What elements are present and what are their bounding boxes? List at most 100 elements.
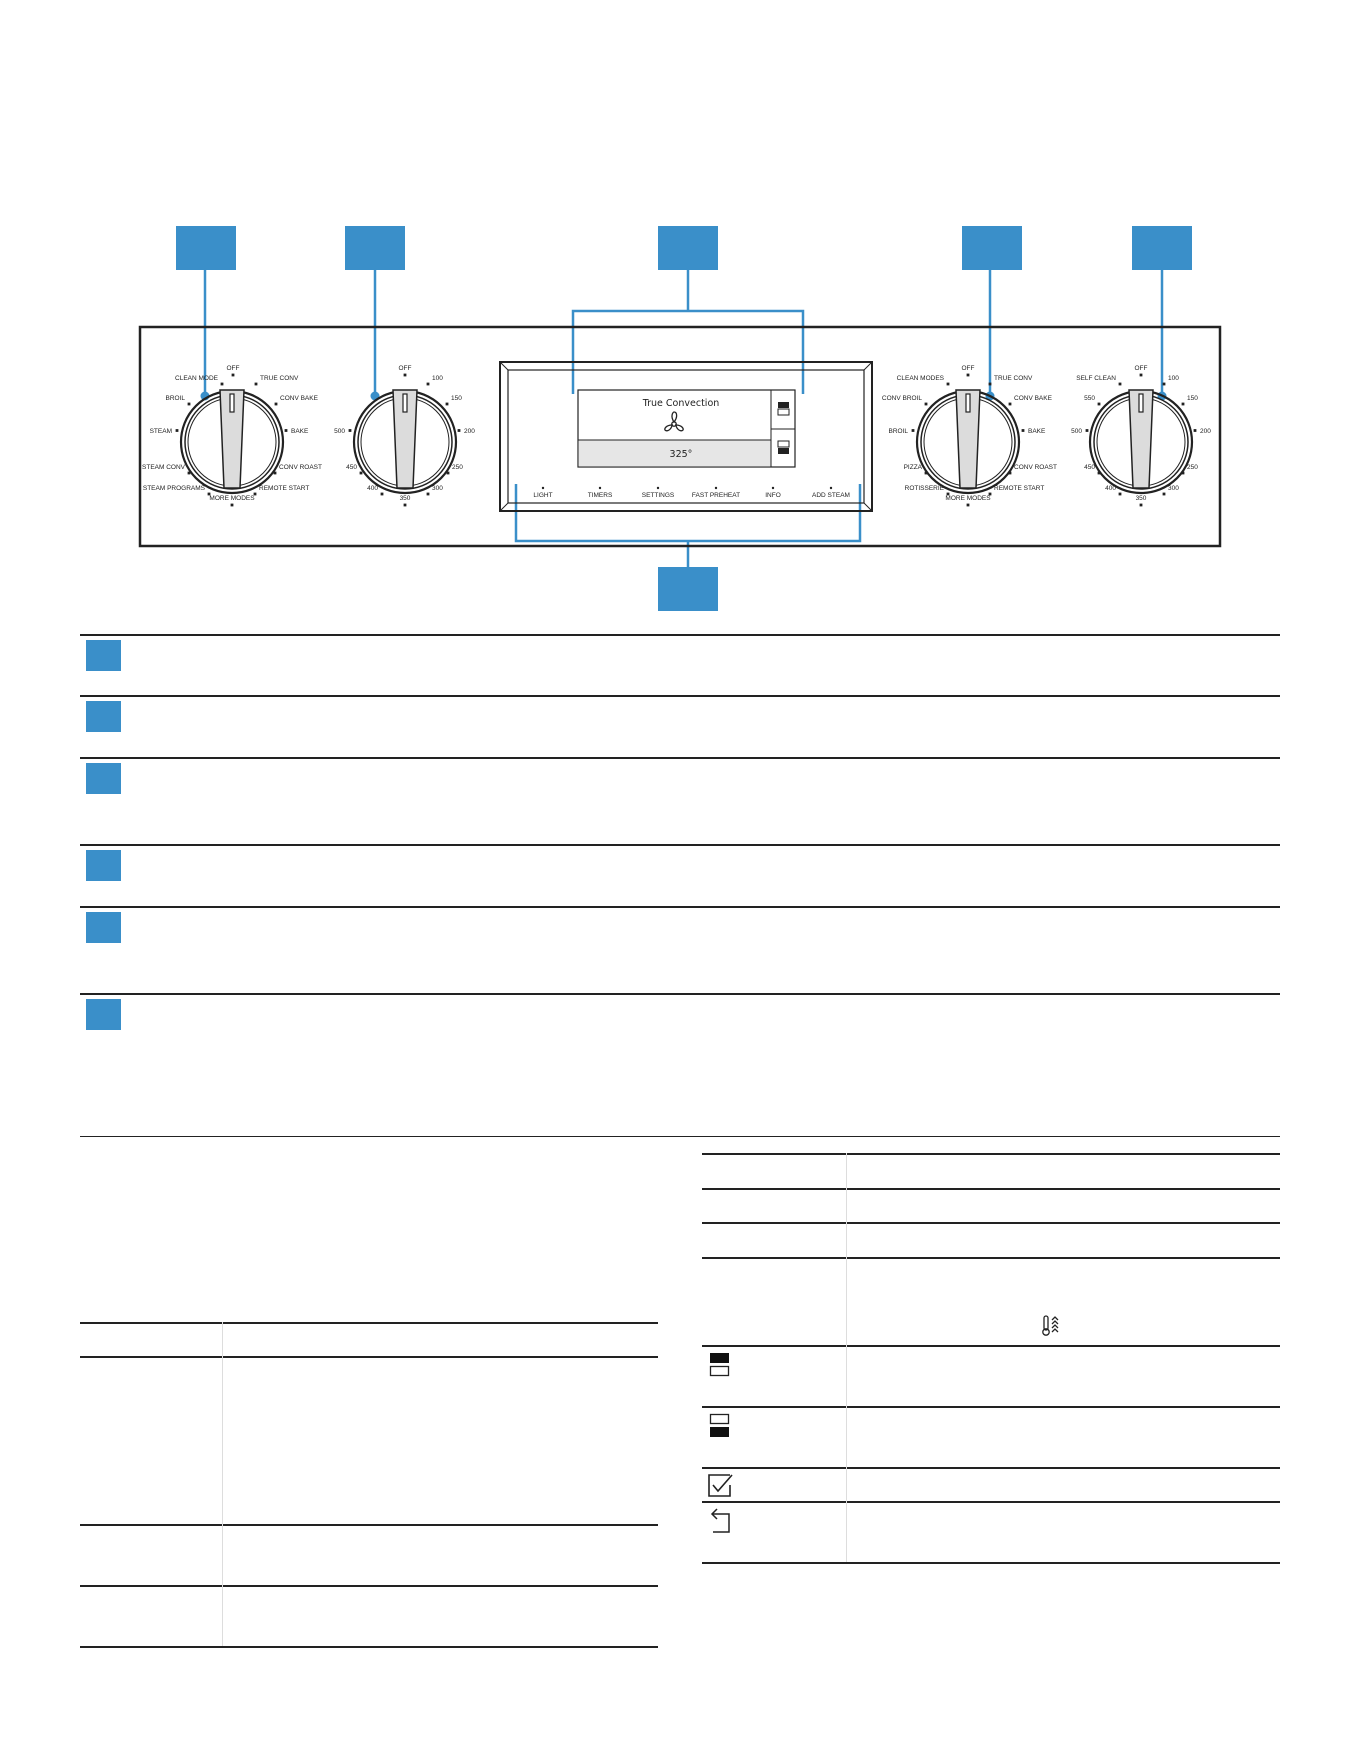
knob-tick [1139,503,1143,507]
legend-marker-2 [86,701,121,732]
left-table-rule [80,1524,658,1526]
legend-marker-4 [86,850,121,881]
right-table-rule [702,1406,1280,1408]
knob-tick [253,492,257,496]
knob-label: REMOTE START [259,485,309,492]
callout-box-5 [1132,226,1192,270]
knob-label: 200 [464,428,475,435]
knob-label: 200 [1200,428,1211,435]
touch-key-info[interactable]: INFO [765,486,781,499]
touch-key-label: INFO [765,492,781,499]
knob-grip [955,389,981,489]
knob-grip [1128,389,1154,489]
knob-tick [284,429,288,432]
touch-key-add-steam[interactable]: ADD STEAM [812,486,850,499]
knob-tick [348,429,352,432]
knob-tick [359,471,363,475]
knob-label: OFF [1135,365,1148,372]
knob-tick [1181,402,1185,406]
knob-tick [1162,382,1166,386]
knob-tick [988,492,992,496]
touch-key-label: LIGHT [533,492,552,499]
knob-label: BROIL [165,395,185,402]
left-table-rule [80,1322,658,1324]
touch-key-light[interactable]: LIGHT [533,486,553,499]
knob-label: 350 [1136,495,1147,502]
knob-label: 300 [432,485,443,492]
legend-rule [80,1136,1280,1137]
legend-rule [80,695,1280,697]
knob-label: 100 [1168,375,1179,382]
knob-tick [187,471,191,475]
knob-tick [426,492,430,496]
legend-marker-6 [86,999,121,1030]
knob-label: MORE MODES [945,495,991,502]
display-bezel [499,361,873,512]
knob-label: 350 [400,495,411,502]
knob-tick [1181,471,1185,475]
left-table-rule [80,1646,658,1648]
knob-tick [1097,471,1101,475]
knob-tick [1097,402,1101,406]
touch-key-dot [541,486,545,490]
knob-tick [1193,429,1197,432]
display-mode-text: True Convection [642,398,720,409]
thermometer-steam-icon [1042,1315,1059,1336]
knob-tick [1008,471,1012,475]
knob-indicator [1138,393,1144,413]
right-table-rule [702,1501,1280,1503]
knob-tick [946,382,950,386]
knob-label: PIZZA [904,464,923,471]
knob-label: OFF [962,365,975,372]
touch-key-dot [829,486,833,490]
upper-oven-icon [709,1353,730,1377]
touch-key-row: LIGHT TIMERS SETTINGS FAST PREHEAT INFO ADD S… [533,486,850,499]
knob-label: 250 [1187,464,1198,471]
legend-marker-5 [86,912,121,943]
knob-grip [392,389,418,489]
knob-label: 400 [367,485,378,492]
knob-tick [403,373,407,377]
touch-key-dot [771,486,775,490]
legend-rule [80,993,1280,995]
touch-key-dot [598,486,602,490]
knob-tick [966,503,970,507]
panel-frame [138,325,1222,548]
knob-label: SELF CLEAN [1076,375,1116,382]
touch-key-fast-preheat[interactable]: FAST PREHEAT [692,486,740,499]
knob-indicator [965,393,971,413]
knob-label: CLEAN MODES [897,375,945,382]
touch-key-dot [714,486,718,490]
right-table-column-divider [846,1153,847,1562]
knob-label: 450 [1084,464,1095,471]
knob-label: CONV BAKE [280,395,319,402]
callout-box-4 [962,226,1022,270]
right-table-rule [702,1153,1280,1155]
right-table-rule [702,1188,1280,1190]
callout-box-2 [345,226,405,270]
knob-label: 300 [1168,485,1179,492]
knob-label: 250 [452,464,463,471]
knob-tick [254,382,258,386]
callout-box-1 [176,226,236,270]
fan-icon [664,411,684,432]
legend-marker-1 [86,640,121,671]
knob-label: CONV ROAST [1014,464,1057,471]
touch-key-settings[interactable]: SETTINGS [642,486,675,499]
touch-key-dot [656,486,660,490]
knob-label: 400 [1105,485,1116,492]
knob-label: REMOTE START [994,485,1044,492]
knob-label: 150 [451,395,462,402]
knob-tick [380,492,384,496]
touch-key-timers[interactable]: TIMERS [588,486,613,499]
knob-tick [231,373,235,377]
left-table-rule [80,1585,658,1587]
knob-tick [446,471,450,475]
knob-label: CONV BROIL [882,395,922,402]
knob-label: STEAM PROGRAMS [143,485,206,492]
